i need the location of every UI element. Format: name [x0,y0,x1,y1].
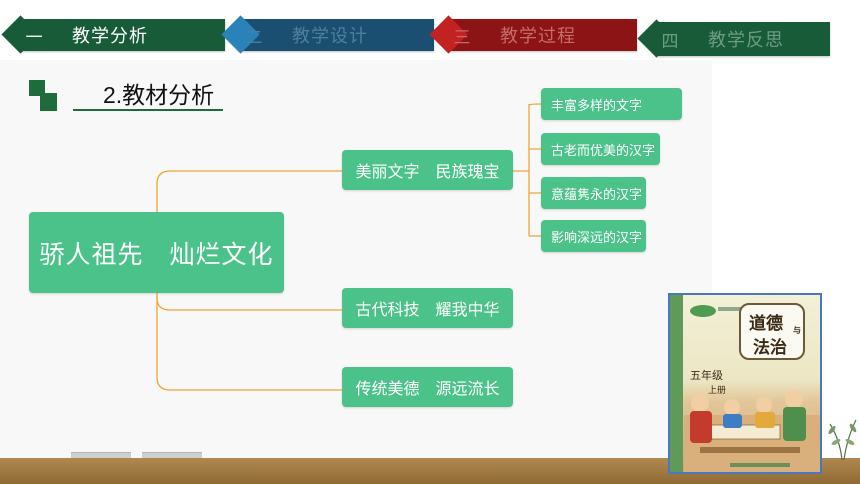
book-title-line2: 法治 [753,338,787,358]
bottom-tab-right [142,452,202,461]
nav-tab-number: 四 [661,31,679,52]
nav-tab-label: 教学分析 [72,26,148,47]
book-title-small: 与 [793,325,801,335]
book-title-block: 道德 与 法治 [739,303,805,360]
section-underline [73,109,223,111]
mindmap-branch-node: 传统美德 源远流长 [342,367,513,407]
nav-tab-label: 教学过程 [500,26,576,47]
book-volume-label: 上册 [708,386,727,396]
mindmap-branch-node: 古代科技 耀我中华 [342,288,513,328]
textbook-cover-image: 道德 与 法治 五年级 上册 [668,293,822,474]
mindmap-leaf-node: 丰富多样的文字 [541,88,682,120]
mindmap-leaf-node: 古老而优美的汉字 [541,133,660,165]
nav-tab-number: 三 [453,27,471,48]
book-illustration [684,390,820,472]
nav-tab-number: 一 [25,27,43,48]
mindmap-root-node: 骄人祖先 灿烂文化 [29,212,284,293]
connector-root-lower [156,293,342,391]
nav-tab-process[interactable]: 三 教学过程 [429,15,637,54]
connector-root-mid [156,296,342,311]
section-title: 2.教材分析 [103,82,215,108]
plant-decoration-icon [828,419,857,460]
nav-tab-analysis[interactable]: 一 教学分析 [1,15,225,54]
nav-tab-design[interactable]: 二 教学设计 [221,15,434,54]
section-square-icon [29,80,59,112]
mindmap-leaf-node: 影响深远的汉字 [541,220,646,252]
publisher-logo-icon [690,305,716,317]
book-grade-label: 五年级 [690,369,723,382]
bottom-tab-left [71,452,131,461]
nav-tab-label: 教学反思 [708,30,784,51]
nav-tab-number: 二 [245,27,263,48]
nav-tab-label: 教学设计 [292,26,368,47]
book-spine [670,295,683,472]
book-title-line1: 道德 [749,314,783,334]
connector-root-trunk [156,170,342,212]
mindmap-leaf-node: 意蕴隽永的汉字 [541,177,646,209]
connector-branch-leaves [513,103,542,237]
mindmap-branch-node: 美丽文字 民族瑰宝 [342,150,513,190]
nav-tab-reflection[interactable]: 四 教学反思 [637,19,830,58]
